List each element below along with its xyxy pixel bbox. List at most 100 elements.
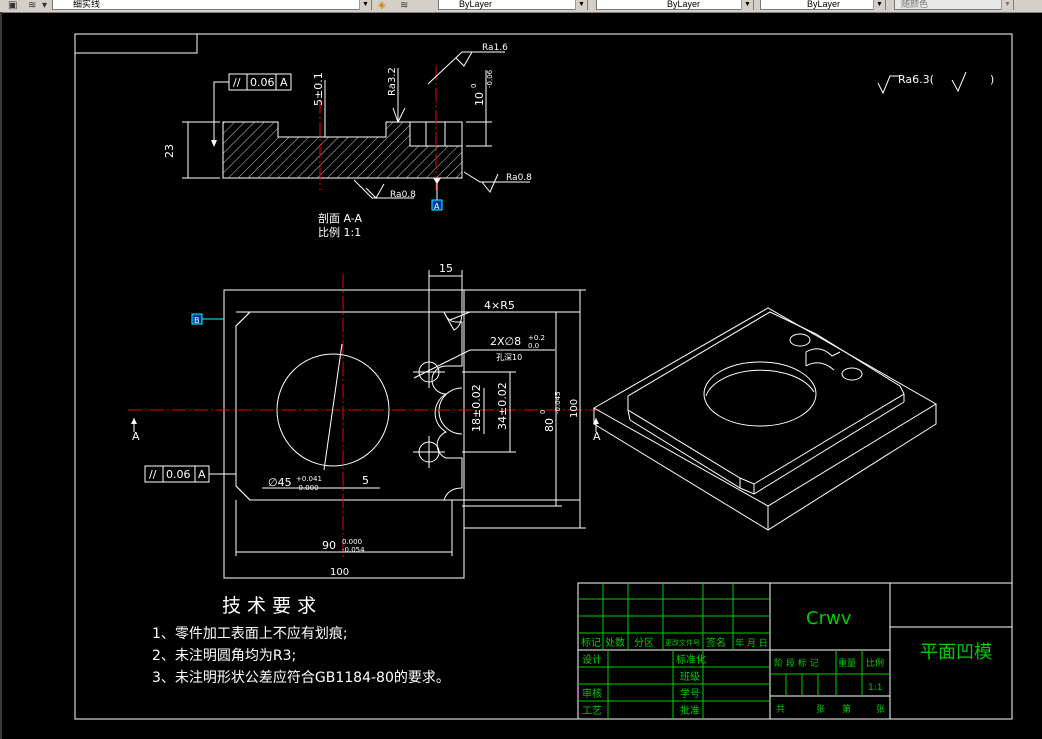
svg-text:标准化: 标准化 — [676, 653, 706, 666]
layer-previous-icon[interactable]: ≋ — [400, 0, 409, 11]
svg-text:80: 80 — [543, 418, 556, 432]
svg-text:A: A — [280, 76, 288, 89]
svg-text:签名: 签名 — [706, 636, 726, 649]
svg-text:A: A — [434, 202, 440, 211]
svg-text:-0.06: -0.06 — [486, 69, 494, 88]
chevron-down-icon[interactable]: ▼ — [741, 0, 753, 10]
section-view: // 0.06 A 23 5±0.1 Ra3.2 Ra1.6 10 0 -0.0… — [163, 43, 532, 239]
svg-text:张: 张 — [876, 704, 885, 715]
general-surface-note: Ra6.3( ) — [877, 71, 994, 95]
svg-text:标记: 标记 — [581, 637, 601, 649]
lineweight-select[interactable]: ByLayer ▼ — [760, 0, 886, 10]
chevron-down-icon[interactable]: ▼ — [873, 0, 885, 10]
make-object-layer-icon[interactable]: ◈ — [378, 0, 386, 11]
svg-text:阶 段 标 记: 阶 段 标 记 — [774, 657, 819, 669]
svg-text:0: 0 — [539, 410, 547, 414]
svg-text:比例: 比例 — [866, 657, 884, 669]
linetype-select-value: ByLayer — [667, 0, 701, 9]
technical-requirements: 技 术 要 求 1、零件加工表面上不应有划痕; 2、未注明圆角均为R3; 3、未… — [152, 595, 450, 686]
svg-text:班级: 班级 — [680, 671, 700, 683]
section-scale: 比例 1:1 — [318, 225, 361, 239]
svg-text:审核: 审核 — [582, 687, 602, 700]
code-box — [75, 34, 198, 54]
plan-view: 15 4×R5 2X∅8 +0.2 0.0 孔深10 18±0.02 34±0.… — [128, 262, 601, 579]
svg-text:0.06: 0.06 — [166, 468, 191, 481]
layer-select-value: 细实线 — [73, 0, 101, 9]
svg-text:15: 15 — [439, 262, 453, 275]
drawing-canvas[interactable]: Ra6.3( ) // 0.06 A 23 — [0, 12, 1042, 739]
svg-text:∅45: ∅45 — [268, 476, 292, 489]
svg-text:Ra1.6: Ra1.6 — [482, 43, 508, 53]
svg-text:0: 0 — [470, 84, 478, 88]
svg-text:学号: 学号 — [680, 687, 700, 700]
svg-text:+0.041: +0.041 — [296, 475, 322, 483]
svg-text:B: B — [194, 316, 200, 325]
svg-text:张: 张 — [816, 704, 825, 715]
svg-text:0.0: 0.0 — [528, 342, 539, 350]
section-title: 剖面 A-A — [318, 211, 363, 225]
svg-text:100: 100 — [569, 399, 580, 418]
title-block-text: Crwv 平面凹模 标记 处数 分区 更改文件号 签名 年 月 日 设计 标准化… — [581, 608, 992, 717]
properties-toolbar: ▣ ≋ ▾ 细实线 ▼ ◈ ≋ ByLayer ▼ ByLayer ▼ ByLa… — [0, 0, 1042, 13]
layers-icon[interactable]: ≋ — [28, 0, 37, 11]
svg-text:34±0.02: 34±0.02 — [496, 382, 509, 430]
chevron-down-icon[interactable]: ▼ — [359, 0, 371, 10]
svg-text:4×R5: 4×R5 — [484, 299, 515, 312]
svg-text:23: 23 — [163, 144, 176, 158]
layer-manager-icon[interactable]: ▣ — [8, 0, 18, 11]
svg-text:A: A — [198, 468, 206, 481]
viewport-edge — [0, 12, 2, 739]
svg-text:5: 5 — [362, 474, 369, 487]
svg-text:5±0.1: 5±0.1 — [312, 72, 325, 106]
color-select[interactable]: ByLayer ▼ — [438, 0, 588, 10]
svg-text:Ra0.8: Ra0.8 — [506, 173, 532, 183]
tech-req-1: 1、零件加工表面上不应有划痕; — [152, 625, 348, 642]
svg-text:工艺: 工艺 — [582, 705, 602, 717]
isometric-view — [592, 307, 937, 531]
svg-text://: // — [233, 76, 241, 89]
tech-req-3: 3、未注明形状公差应符合GB1184-80的要求。 — [152, 669, 450, 686]
lineweight-select-value: ByLayer — [807, 0, 841, 9]
svg-text:-0.045: -0.045 — [554, 391, 562, 414]
svg-text:2X∅8: 2X∅8 — [490, 335, 521, 348]
svg-text:批准: 批准 — [680, 704, 700, 717]
svg-text:共: 共 — [776, 704, 785, 715]
layer-dropdown-icon[interactable]: ▾ — [42, 0, 48, 11]
drawing-border — [74, 33, 1013, 720]
svg-text:100: 100 — [330, 567, 349, 578]
svg-text:10: 10 — [473, 92, 486, 106]
svg-text:孔深10: 孔深10 — [496, 353, 522, 362]
svg-text:90: 90 — [322, 539, 336, 552]
svg-text:Ra0.8: Ra0.8 — [390, 190, 416, 200]
title-block — [577, 582, 1013, 720]
layer-select[interactable]: 细实线 ▼ — [52, 0, 372, 10]
tech-req-2: 2、未注明圆角均为R3; — [152, 648, 296, 664]
svg-text://: // — [149, 468, 157, 481]
svg-text:年 月 日: 年 月 日 — [735, 637, 768, 649]
tech-title: 技 术 要 求 — [222, 595, 316, 617]
plotstyle-select-value: 随颜色 — [901, 0, 929, 9]
svg-text:0.000: 0.000 — [342, 538, 362, 546]
svg-text:Ra3.2: Ra3.2 — [387, 67, 398, 96]
svg-text:+0.2: +0.2 — [528, 334, 545, 342]
svg-text:Ra6.3(: Ra6.3( — [898, 73, 934, 86]
svg-text:1:1: 1:1 — [868, 683, 882, 693]
svg-text:重量: 重量 — [838, 657, 856, 669]
chevron-down-icon[interactable]: ▼ — [575, 0, 587, 10]
svg-text:设计: 设计 — [582, 653, 602, 666]
part-name: 平面凹模 — [920, 642, 992, 663]
svg-text:更改文件号: 更改文件号 — [665, 638, 700, 647]
linetype-select[interactable]: ByLayer ▼ — [596, 0, 754, 10]
designer-name: Crwv — [806, 608, 852, 629]
svg-text:第: 第 — [842, 703, 851, 715]
plotstyle-select[interactable]: 随颜色 ▼ — [894, 0, 1014, 10]
chevron-down-icon[interactable]: ▼ — [1001, 0, 1013, 10]
svg-text:0.06: 0.06 — [250, 76, 275, 89]
svg-text:-0.054: -0.054 — [342, 546, 365, 554]
svg-text:处数: 处数 — [605, 636, 625, 649]
svg-text:18±0.02: 18±0.02 — [470, 384, 483, 432]
svg-text:A: A — [132, 430, 140, 443]
svg-text:A: A — [593, 430, 601, 443]
svg-text:): ) — [990, 73, 994, 86]
svg-text:分区: 分区 — [634, 637, 654, 649]
